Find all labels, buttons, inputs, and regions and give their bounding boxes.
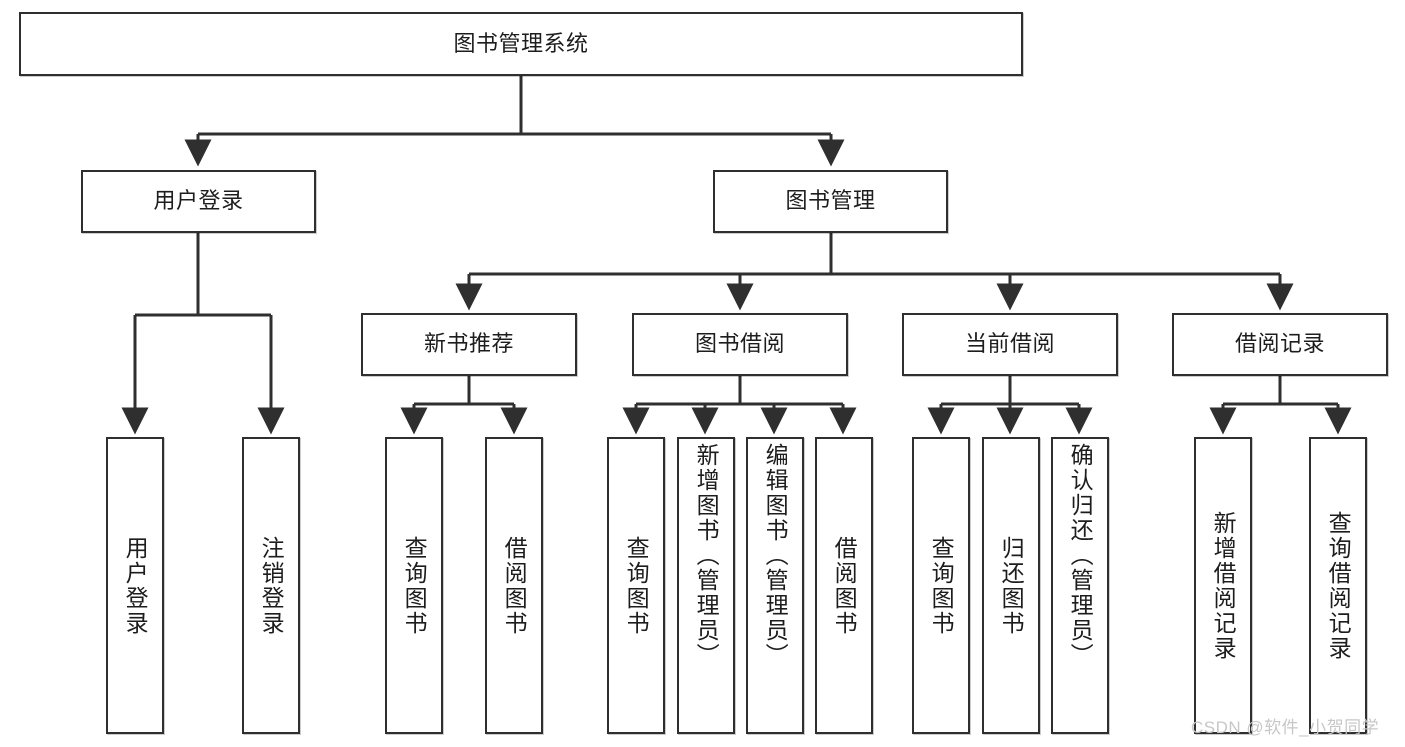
node-label: 当前借阅 (964, 331, 1055, 357)
leaf-query-book-recommend[interactable]: 查询图书 (385, 437, 443, 734)
node-label: 归还图书 (998, 535, 1025, 636)
node-label: 新书推荐 (423, 331, 514, 357)
node-label: 图书管理系统 (453, 30, 589, 56)
leaf-borrow-book-recommend[interactable]: 借阅图书 (485, 437, 543, 734)
node-label: 确认归还（管理员） (1067, 443, 1094, 668)
node-book-borrow[interactable]: 图书借阅 (632, 313, 848, 376)
node-label: 查询图书 (401, 535, 428, 636)
node-label: 注销登录 (258, 535, 285, 636)
leaf-borrow-book[interactable]: 借阅图书 (815, 437, 873, 734)
node-borrow-record[interactable]: 借阅记录 (1172, 313, 1388, 376)
leaf-user-login[interactable]: 用户登录 (106, 437, 164, 734)
leaf-confirm-return-admin[interactable]: 确认归还（管理员） (1051, 437, 1109, 734)
node-label: 图书管理 (785, 188, 876, 214)
watermark: CSDN @软件_小贺同学 (1191, 718, 1380, 737)
leaf-query-book-borrow[interactable]: 查询图书 (607, 437, 665, 734)
leaf-add-book-admin[interactable]: 新增图书（管理员） (677, 437, 735, 734)
node-current-borrow[interactable]: 当前借阅 (902, 313, 1118, 376)
node-label: 借阅图书 (831, 535, 858, 636)
node-user-login[interactable]: 用户登录 (81, 170, 316, 233)
leaf-add-borrow-record[interactable]: 新增借阅记录 (1194, 437, 1252, 734)
node-label: 用户登录 (153, 188, 244, 214)
leaf-edit-book-admin[interactable]: 编辑图书（管理员） (746, 437, 804, 734)
node-label: 查询图书 (623, 535, 650, 636)
node-label: 借阅图书 (501, 535, 528, 636)
node-label: 查询借阅记录 (1325, 510, 1352, 661)
node-label: 图书借阅 (694, 331, 785, 357)
node-new-book-recommend[interactable]: 新书推荐 (361, 313, 577, 376)
node-root-book-management-system[interactable]: 图书管理系统 (19, 12, 1023, 76)
leaf-logout[interactable]: 注销登录 (242, 437, 300, 734)
node-label: 新增图书（管理员） (693, 443, 720, 668)
leaf-query-borrow-record[interactable]: 查询借阅记录 (1309, 437, 1367, 734)
node-book-management[interactable]: 图书管理 (713, 170, 948, 233)
node-label: 用户登录 (122, 535, 149, 636)
node-label: 编辑图书（管理员） (762, 443, 789, 668)
leaf-query-book-current[interactable]: 查询图书 (912, 437, 970, 734)
node-label: 借阅记录 (1234, 331, 1325, 357)
node-label: 查询图书 (928, 535, 955, 636)
leaf-return-book[interactable]: 归还图书 (982, 437, 1040, 734)
node-label: 新增借阅记录 (1210, 510, 1237, 661)
